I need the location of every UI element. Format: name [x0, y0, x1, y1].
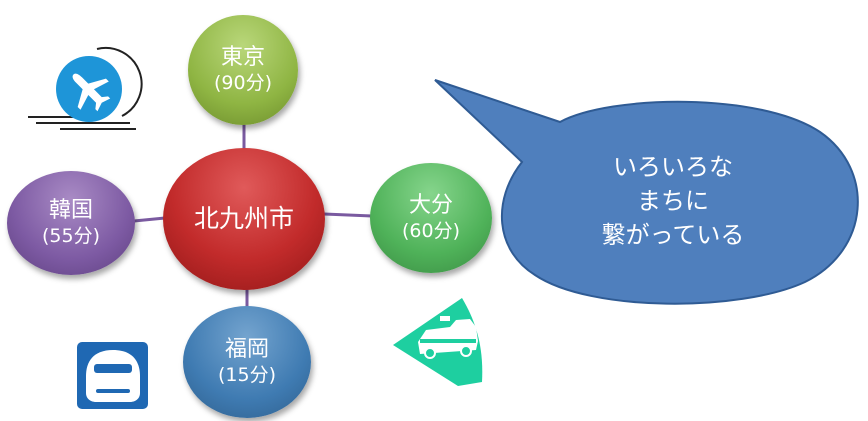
node-oita: 大分 (60分) [370, 163, 492, 273]
speech-bubble-line-1: いろいろな [613, 153, 733, 181]
node-kitakyushu-label: 北九州市 [193, 204, 294, 233]
node-oita-label: 大分 [408, 193, 453, 219]
node-fukuoka-label: 福岡 [224, 337, 269, 363]
node-fukuoka-time: (15分) [217, 363, 276, 386]
connector-oita [323, 212, 373, 218]
node-tokyo-time: (90分) [213, 71, 272, 94]
node-korea-time: (55分) [41, 224, 100, 247]
speech-bubble-text: いろいろな まちに 繋がっている [548, 150, 798, 252]
node-korea: 韓国 (55分) [7, 171, 135, 275]
taxi-icon [393, 298, 483, 386]
node-kitakyushu: 北九州市 [163, 148, 325, 290]
speech-bubble-line-3: 繋がっている [601, 221, 745, 250]
bullet-train-icon [77, 342, 148, 409]
airplane-icon [28, 46, 143, 130]
node-oita-time: (60分) [401, 219, 460, 242]
node-tokyo-label: 東京 [220, 45, 265, 71]
node-fukuoka: 福岡 (15分) [183, 306, 311, 418]
speech-bubble [434, 79, 859, 305]
node-tokyo: 東京 (90分) [188, 15, 298, 125]
speech-bubble-line-2: まちに [637, 187, 709, 216]
node-korea-label: 韓国 [48, 198, 93, 224]
connector-korea [133, 216, 166, 223]
